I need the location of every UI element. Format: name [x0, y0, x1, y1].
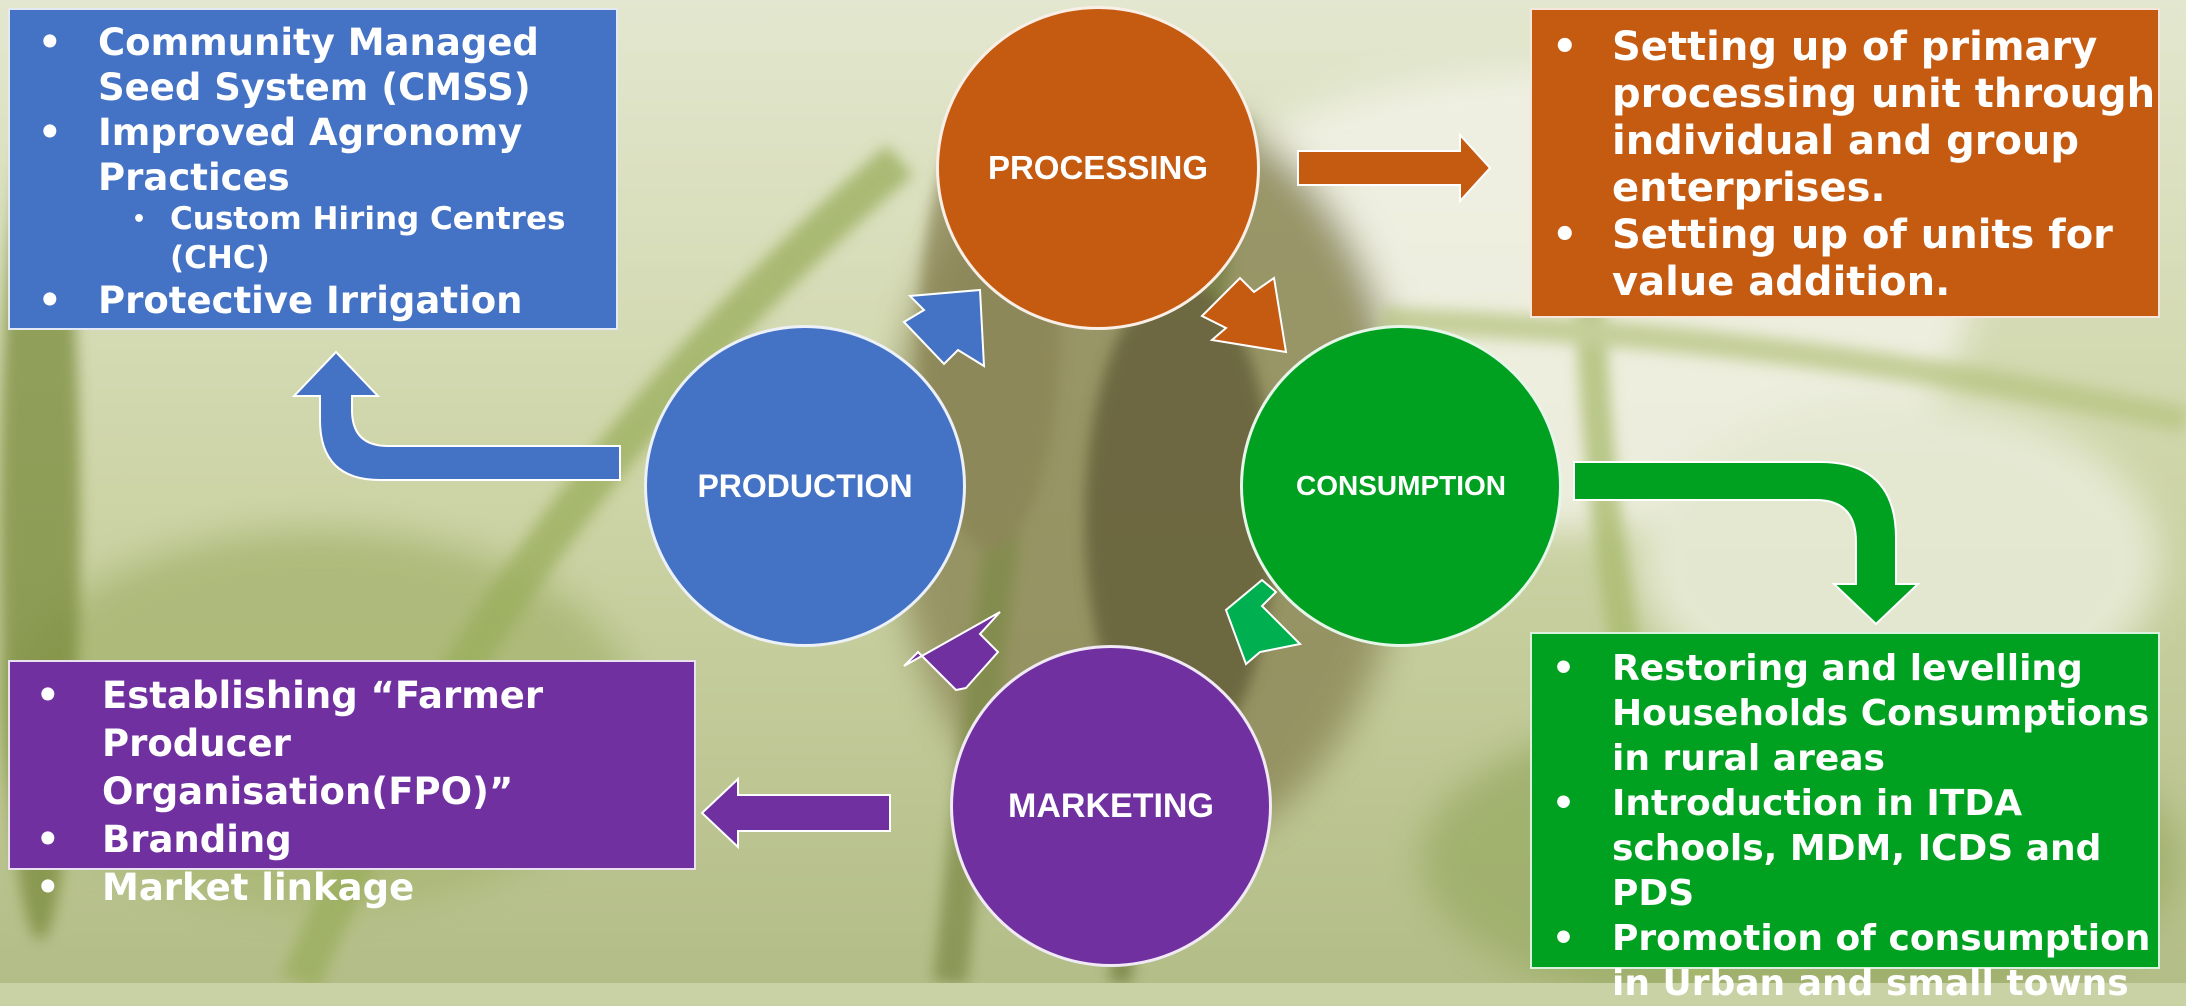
consumption-item-itda: •Introduction in ITDA schools, MDM, ICDS… — [1552, 783, 2102, 914]
production-subitem-chc: •Custom Hiring Centres (CHC) — [132, 201, 566, 276]
processing-item-primary-unit: •Setting up of primary processing unit t… — [1552, 24, 2156, 211]
production-item-cmss: •Community Managed Seed System (CMSS) — [38, 21, 539, 109]
consumption-label: CONSUMPTION — [1296, 470, 1506, 501]
production-circle: PRODUCTION — [644, 325, 966, 647]
processing-item-value-addition: •Setting up of units for value addition. — [1552, 212, 2113, 305]
production-item-agronomy: •Improved Agronomy Practices — [38, 111, 523, 199]
marketing-item-linkage: •Market linkage — [36, 866, 415, 909]
marketing-circle: MARKETING — [950, 645, 1272, 967]
processing-label: PROCESSING — [987, 149, 1209, 186]
marketing-label: MARKETING — [1008, 786, 1214, 825]
consumption-item-households: •Restoring and levelling Households Cons… — [1552, 648, 2150, 779]
consumption-circle: CONSUMPTION — [1240, 325, 1562, 647]
processing-circle: PROCESSING — [936, 6, 1260, 330]
marketing-activities-box: •Establishing “Farmer Producer Organisat… — [8, 660, 696, 909]
marketing-item-branding: •Branding — [36, 818, 292, 861]
consumption-activities-box: •Restoring and levelling Households Cons… — [1530, 632, 2160, 1004]
production-item-irrigation: •Protective Irrigation — [38, 279, 523, 322]
marketing-item-fpo: •Establishing “Farmer Producer Organisat… — [36, 674, 544, 813]
processing-activities-box: •Setting up of primary processing unit t… — [1530, 8, 2160, 318]
production-activities-box: •Community Managed Seed System (CMSS) •I… — [8, 8, 618, 330]
consumption-item-urban: •Promotion of consumption in Urban and s… — [1552, 918, 2151, 1004]
production-label: PRODUCTION — [697, 467, 913, 504]
